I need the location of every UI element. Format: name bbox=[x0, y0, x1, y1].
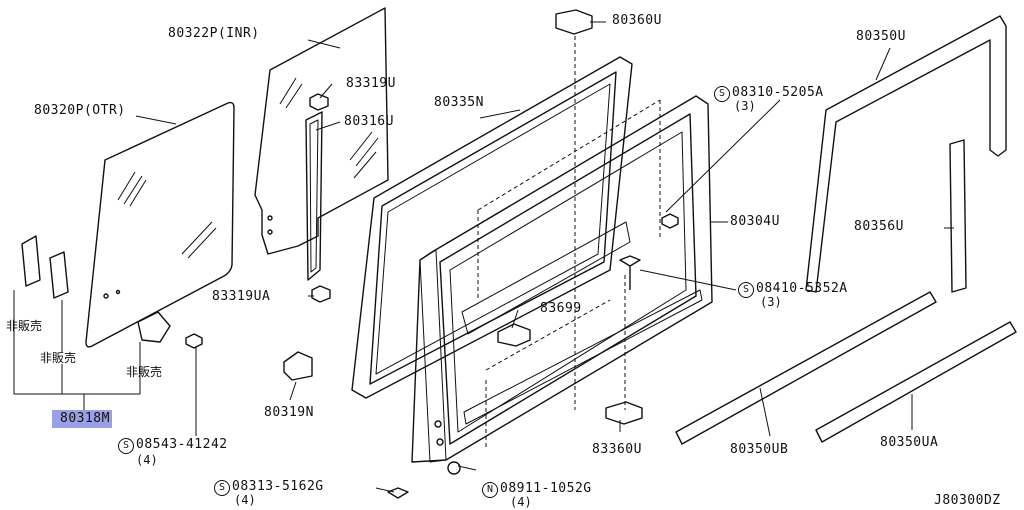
label-80320p-otr[interactable]: 80320P(OTR) bbox=[34, 103, 126, 118]
label-08313-5162g[interactable]: 08313-5162G bbox=[232, 479, 324, 494]
fasteners bbox=[185, 213, 679, 499]
assembly-lines bbox=[477, 36, 661, 450]
label-83360u[interactable]: 83360U bbox=[592, 442, 642, 457]
qty-08313: (4) bbox=[234, 493, 256, 507]
label-80322p-inr[interactable]: 80322P(INR) bbox=[168, 26, 260, 41]
clip-83319u-shape bbox=[309, 93, 329, 111]
label-08543-41242[interactable]: 08543-41242 bbox=[136, 437, 228, 452]
label-83319u[interactable]: 83319U bbox=[346, 76, 396, 91]
label-80350ua[interactable]: 80350UA bbox=[880, 435, 939, 450]
strip-80350ua bbox=[815, 321, 1017, 443]
clip-83319ua-shape bbox=[311, 285, 331, 303]
seal-80350u bbox=[805, 15, 1007, 293]
seal-80316u bbox=[305, 111, 323, 281]
qty-08410: (3) bbox=[760, 295, 782, 309]
label-80356u[interactable]: 80356U bbox=[854, 219, 904, 234]
sash-80304u bbox=[411, 95, 713, 463]
clip-80360u-shape bbox=[555, 9, 593, 35]
strip-80350ub bbox=[675, 291, 937, 445]
qty-08543: (4) bbox=[136, 453, 158, 467]
clip-83699-shape bbox=[497, 323, 531, 347]
latch-80318m-parts bbox=[21, 235, 171, 343]
label-80350ub[interactable]: 80350UB bbox=[730, 442, 789, 457]
inner-glass-pane bbox=[254, 7, 389, 255]
diagram-code: J80300DZ bbox=[934, 493, 1001, 508]
label-83319ua[interactable]: 83319UA bbox=[212, 289, 271, 304]
label-80350u[interactable]: 80350U bbox=[856, 29, 906, 44]
screw-symbol-08410: S bbox=[738, 282, 754, 298]
highlight-80318m bbox=[52, 410, 112, 428]
screw-symbol-08313: S bbox=[214, 480, 230, 496]
leader-lines bbox=[13, 21, 954, 493]
outer-glass-pane bbox=[85, 101, 235, 348]
label-08310-5205a[interactable]: 08310-5205A bbox=[732, 85, 824, 100]
clip-83360u-shape bbox=[605, 401, 643, 425]
nut-symbol-08911: N bbox=[482, 482, 498, 498]
label-80319n[interactable]: 80319N bbox=[264, 405, 314, 420]
label-08410-5352a[interactable]: 08410-5352A bbox=[756, 281, 848, 296]
frame-80335n bbox=[351, 56, 633, 399]
not-sold-note-3: 非販売 bbox=[126, 365, 163, 379]
label-80318m[interactable]: 80318M bbox=[60, 411, 110, 426]
not-sold-note-1: 非販売 bbox=[6, 319, 43, 333]
bracket-80319n-shape bbox=[283, 351, 313, 381]
label-08911-1052g[interactable]: 08911-1052G bbox=[500, 481, 592, 496]
label-80335n[interactable]: 80335N bbox=[434, 95, 484, 110]
screw-symbol-08543: S bbox=[118, 438, 134, 454]
label-80316u[interactable]: 80316U bbox=[344, 114, 394, 129]
not-sold-note-2: 非販売 bbox=[40, 351, 77, 365]
qty-08310: (3) bbox=[734, 99, 756, 113]
label-80304u[interactable]: 80304U bbox=[730, 214, 780, 229]
label-83699[interactable]: 83699 bbox=[540, 301, 582, 316]
label-80360u[interactable]: 80360U bbox=[612, 13, 662, 28]
qty-08911: (4) bbox=[510, 495, 532, 509]
seal-80356u bbox=[949, 139, 967, 293]
screw-symbol-08310: S bbox=[714, 86, 730, 102]
